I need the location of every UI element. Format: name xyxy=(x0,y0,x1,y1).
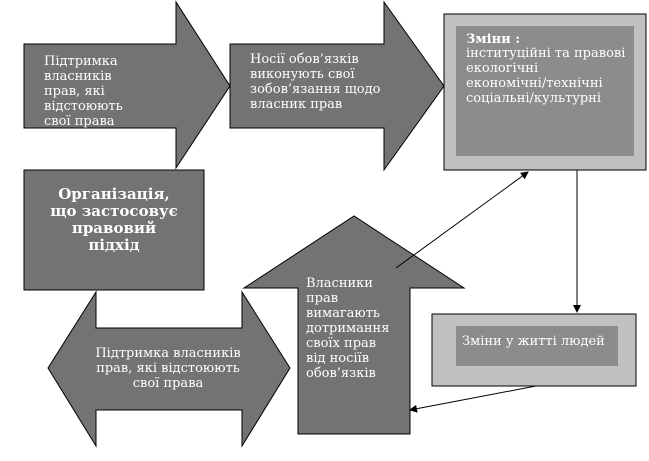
arrow-double-text: Підтримка власників прав, які відстоюють… xyxy=(95,346,241,391)
changes-lines: інституційні та правові екологічні еконо… xyxy=(466,46,626,106)
changes-title: Зміни : xyxy=(466,32,521,47)
connector-people-to-up xyxy=(409,385,537,413)
arrow-top-left-text: Підтримка власників прав, які відстоюють… xyxy=(44,54,123,129)
people-box-inner xyxy=(456,326,618,366)
people-box-text: Зміни у житті людей xyxy=(462,334,605,349)
arrow-top-middle-shape xyxy=(229,0,445,172)
arrow-double-shape xyxy=(47,290,291,448)
org-box-text: Організація, що застосовує правовий підх… xyxy=(50,185,178,254)
arrow-top-left-shape xyxy=(23,0,231,170)
connector-up-to-changes xyxy=(395,171,529,269)
arrow-up-text: Власники прав вимагають дотримання своїх… xyxy=(306,276,390,381)
arrow-top-middle-text: Носії обов’язків виконують свої зобов’яз… xyxy=(250,52,381,112)
changes-box-inner xyxy=(456,26,634,156)
org-box-shape xyxy=(23,169,205,291)
